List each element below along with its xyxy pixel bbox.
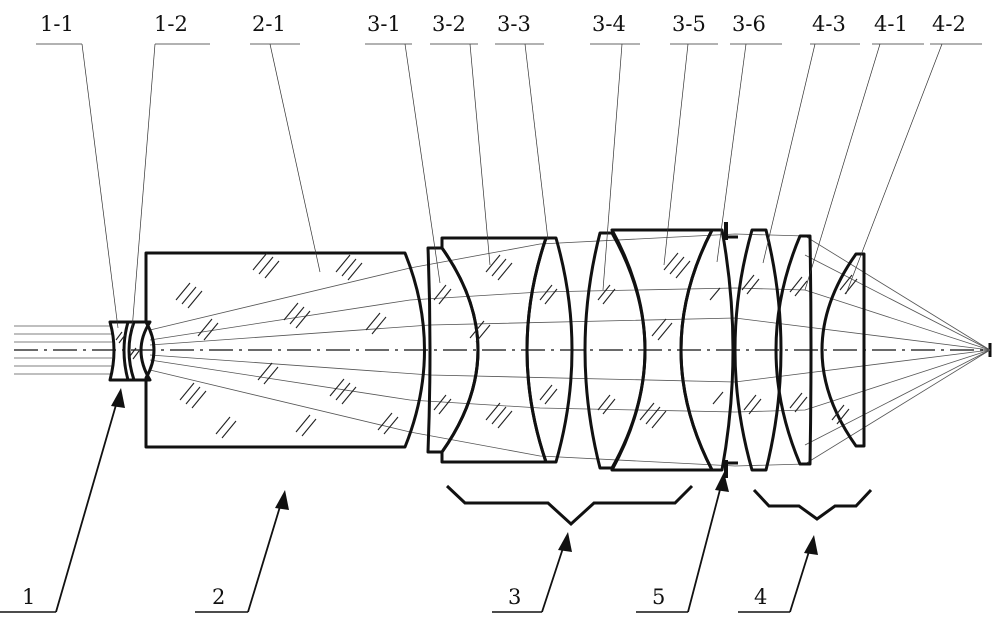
- label-4-1: 4-1: [874, 12, 908, 36]
- ray-fan: [149, 233, 991, 467]
- lens-4-3: [733, 228, 783, 472]
- label-3-5: 3-5: [672, 12, 706, 36]
- lens-elements: [108, 228, 866, 472]
- brace-group-3: [445, 484, 694, 527]
- label-4-3: 4-3: [812, 12, 846, 36]
- incoming-rays: [14, 325, 112, 375]
- label-3-6: 3-6: [732, 12, 766, 36]
- group-label-1: 1: [22, 585, 35, 609]
- lens-4-1: [774, 234, 813, 466]
- label-4-2: 4-2: [932, 12, 966, 36]
- group-label-4: 4: [754, 585, 767, 609]
- group-label-3: 3: [508, 585, 521, 609]
- group-arrows: [55, 388, 818, 613]
- lens-4-2: [820, 252, 866, 448]
- lens-1-2: [122, 320, 152, 382]
- label-2-1: 2-1: [252, 12, 286, 36]
- label-3-2: 3-2: [432, 12, 466, 36]
- label-1-1: 1-1: [40, 12, 74, 36]
- label-3-3: 3-3: [497, 12, 531, 36]
- brace-group-4: [752, 488, 873, 521]
- lens-1-1: [108, 320, 136, 382]
- lens-2-1: [144, 251, 426, 449]
- label-1-2: 1-2: [154, 12, 188, 36]
- lens-3-6: [679, 228, 735, 472]
- label-3-4: 3-4: [592, 12, 626, 36]
- group-label-5: 5: [652, 585, 665, 609]
- aperture-stop: [724, 222, 738, 478]
- part-leader-lines: [36, 43, 982, 331]
- part-labels: 1-1 1-2 2-1 3-1 3-2 3-3 3-4 3-5 3-6 4-3 …: [40, 12, 966, 36]
- label-3-1: 3-1: [367, 12, 401, 36]
- group-label-2: 2: [212, 585, 225, 609]
- glass-hatching: [115, 252, 858, 439]
- lens-3-3: [525, 236, 574, 464]
- group-labels: 1 2 3 5 4: [22, 585, 767, 609]
